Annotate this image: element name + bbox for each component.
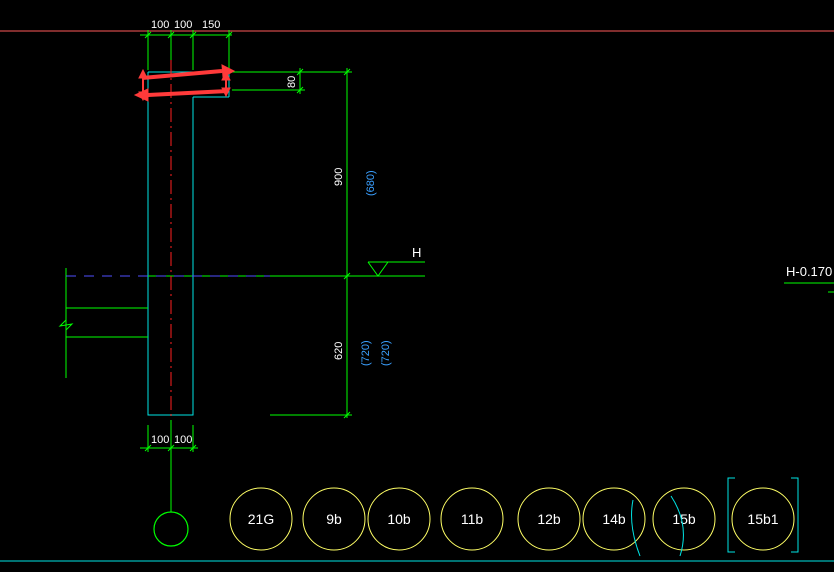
tag-circle [582, 487, 646, 551]
slab-outline [58, 268, 348, 378]
tag-9b[interactable]: 9b [302, 487, 366, 551]
offset-elevation-marker [784, 282, 834, 293]
dim-right-small: 80 [286, 76, 298, 88]
top-dimension-chain [140, 30, 233, 70]
dim-lower-alt-2: (720) [380, 340, 392, 366]
right-dimension-chain [232, 68, 352, 419]
tag-circle [302, 487, 366, 551]
tag-10b[interactable]: 10b [367, 487, 431, 551]
tag-label: 15b1 [747, 511, 778, 527]
dim-top-3: 150 [202, 19, 220, 31]
tag-row: 21G 9b 10b 11b 12b 14b 15b 15b1 [229, 487, 795, 551]
dim-lower-height: 620 [333, 342, 345, 360]
tag-label: 12b [537, 511, 561, 527]
highlight-arrows [133, 64, 236, 102]
tag-12b[interactable]: 12b [517, 487, 581, 551]
elevation-label: H [412, 245, 421, 260]
tag-15b1[interactable]: 15b1 [731, 487, 795, 551]
elevation-marker [348, 261, 425, 277]
tag-label: 21G [248, 511, 274, 527]
axis-bubble[interactable] [153, 511, 189, 547]
tag-circle [229, 487, 293, 551]
dim-top-1: 100 [151, 19, 169, 31]
tag-circle [731, 487, 795, 551]
dim-upper-alt: (680) [365, 170, 377, 196]
tag-label: 9b [326, 511, 342, 527]
dim-top-2: 100 [174, 19, 192, 31]
tag-circle [367, 487, 431, 551]
dim-upper-height: 900 [333, 168, 345, 186]
tag-11b[interactable]: 11b [440, 487, 504, 551]
tag-14b[interactable]: 14b [582, 487, 646, 551]
dim-lower-alt-1: (720) [360, 340, 372, 366]
tag-15b[interactable]: 15b [652, 487, 716, 551]
wall-outline [147, 71, 230, 416]
tag-label: 10b [387, 511, 411, 527]
offset-elevation-label: H-0.170 [786, 264, 832, 279]
bottom-dimension-chain [140, 425, 198, 452]
tag-label: 15b [672, 511, 696, 527]
tag-circle [517, 487, 581, 551]
tag-circle [440, 487, 504, 551]
dim-bottom-1: 100 [151, 434, 169, 446]
tag-label: 11b [461, 511, 484, 527]
tag-circle [652, 487, 716, 551]
tag-21g[interactable]: 21G [229, 487, 293, 551]
tag-label: 14b [602, 511, 626, 527]
tag-annotation-strokes [631, 477, 799, 557]
dim-bottom-2: 100 [174, 434, 192, 446]
